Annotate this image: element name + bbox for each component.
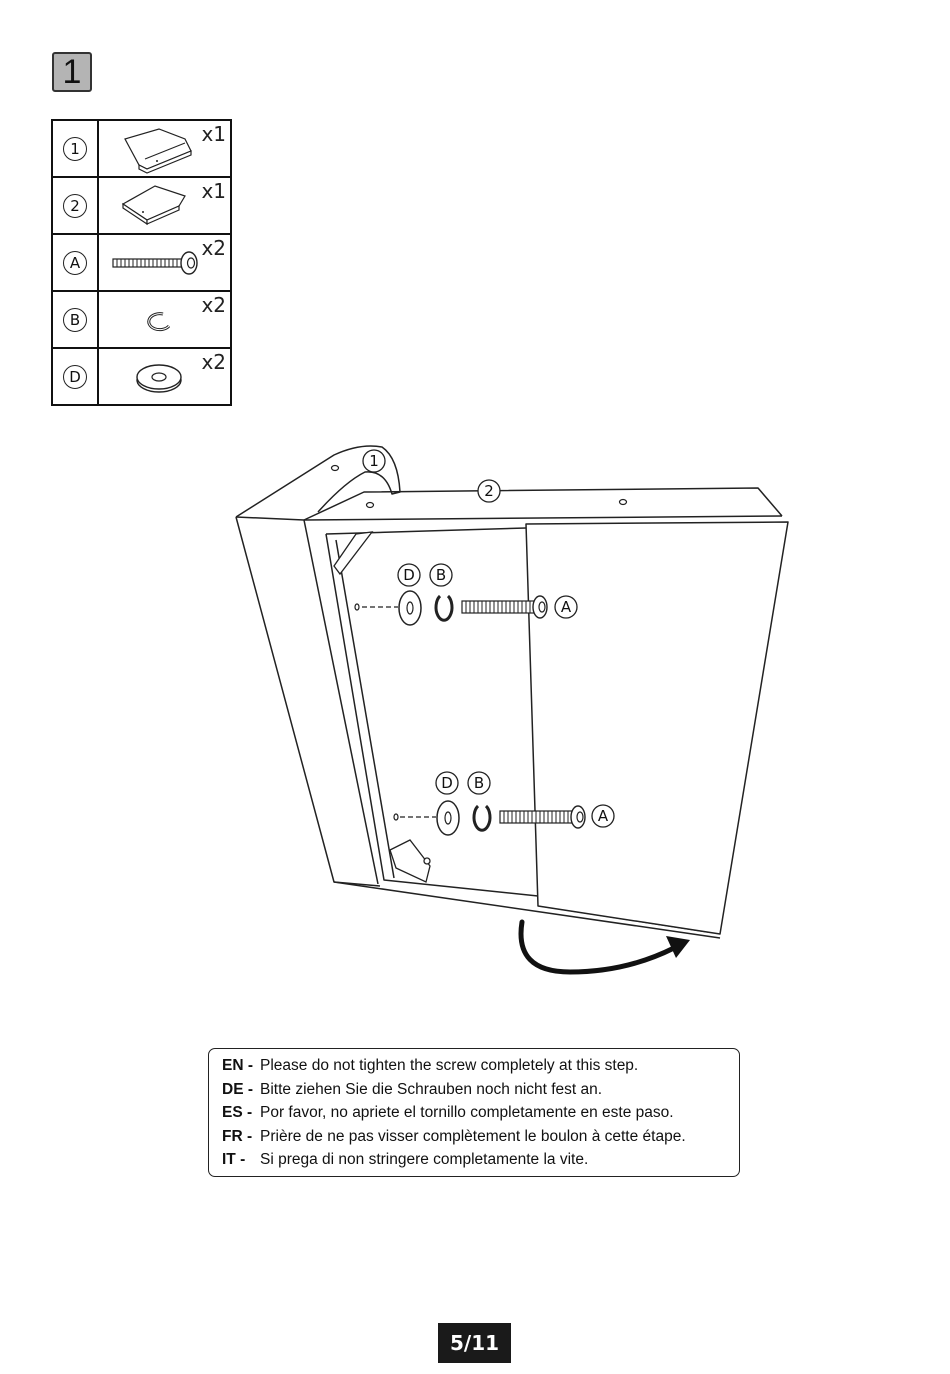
assembly-diagram: 1 2 D B A D B A xyxy=(235,445,789,975)
note-line-fr: FR -Prière de ne pas visser complètement… xyxy=(222,1127,686,1145)
part-id-label: A xyxy=(63,250,87,275)
part-quantity: x1 xyxy=(201,179,226,203)
step-number-badge: 1 xyxy=(52,52,92,92)
parts-list-table: 1 x1 2 x1 A xyxy=(51,119,232,406)
part-id-label: 2 xyxy=(63,193,87,218)
panel-1-outline xyxy=(235,445,721,939)
part-row: 2 x1 xyxy=(51,176,232,235)
label-bottom-washer: D xyxy=(441,774,453,792)
label-panel-1: 1 xyxy=(369,452,379,470)
page-number: 5/11 xyxy=(438,1323,511,1363)
label-panel-2: 2 xyxy=(484,482,494,500)
part-row: D x2 xyxy=(51,347,232,406)
label-bottom-spring-washer: B xyxy=(474,774,484,792)
part-quantity: x2 xyxy=(201,350,226,374)
top-fastener-set xyxy=(362,590,548,626)
upper-panel-icon xyxy=(124,128,192,174)
door-panel xyxy=(525,521,789,935)
part-row: B x2 xyxy=(51,290,232,349)
label-top-bolt: A xyxy=(561,598,572,616)
part-quantity: x2 xyxy=(201,236,226,260)
note-line-es: ES -Por favor, no apriete el tornillo co… xyxy=(222,1104,674,1121)
part-row: A x2 xyxy=(51,233,232,292)
label-bottom-bolt: A xyxy=(598,807,609,825)
lower-panel-icon xyxy=(121,185,186,226)
part-quantity: x2 xyxy=(201,293,226,317)
note-line-en: EN -Please do not tighten the screw comp… xyxy=(222,1057,639,1074)
rotation-arrow-icon xyxy=(518,919,690,975)
part-quantity: x1 xyxy=(201,122,226,146)
part-row: 1 x1 xyxy=(51,119,232,178)
note-line-it: IT -Si prega di non stringere completame… xyxy=(222,1151,589,1168)
instruction-note-box: EN -Please do not tighten the screw comp… xyxy=(208,1048,740,1177)
note-line-de: DE -Bitte ziehen Sie die Schrauben noch … xyxy=(222,1080,603,1098)
corner-bracket xyxy=(389,839,431,883)
flat-washer-icon xyxy=(136,364,182,393)
corner-bracket xyxy=(333,531,374,576)
label-top-washer: D xyxy=(403,566,415,584)
part-id-label: D xyxy=(63,364,87,389)
label-top-spring-washer: B xyxy=(436,566,446,584)
part-id-label: 1 xyxy=(63,136,87,161)
bottom-fastener-set xyxy=(400,800,586,836)
bolt-icon xyxy=(112,251,198,275)
spring-washer-icon xyxy=(147,312,171,332)
part-id-label: B xyxy=(63,307,87,332)
